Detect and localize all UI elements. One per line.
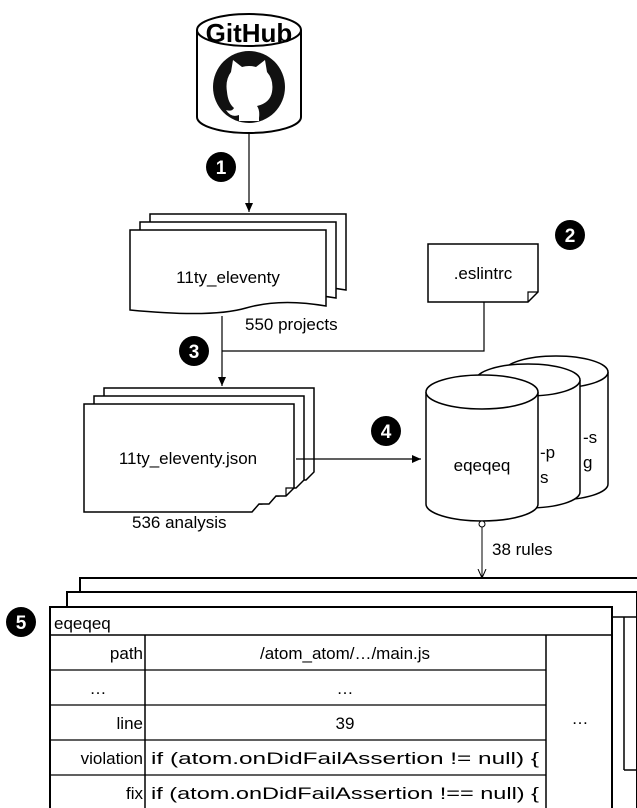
svg-text:s: s (540, 468, 549, 487)
config-connector-line (222, 302, 485, 352)
github-logo-text: GitHub (206, 18, 293, 48)
svg-text:g: g (583, 453, 592, 472)
table-row: … … (90, 679, 354, 698)
step-1-badge: 1 (206, 152, 236, 182)
row-key: … (90, 679, 107, 698)
repo-document-stack: 11ty_eleventy (129, 213, 347, 315)
row-value: 39 (336, 714, 355, 733)
eslintrc-document: .eslintrc (427, 243, 539, 303)
table-row: path /atom_atom/…/main.js (110, 644, 430, 663)
analysis-count-label: 536 analysis (132, 513, 227, 532)
rules-count-label: 38 rules (492, 540, 552, 559)
row-key: line (117, 714, 143, 733)
table-row: violation if (atom.onDidFailAssertion !=… (81, 749, 540, 768)
step-3-badge: 3 (179, 336, 209, 366)
table-row: fix if (atom.onDidFailAssertion !== null… (126, 784, 539, 803)
row-value: /atom_atom/…/main.js (260, 644, 430, 663)
eslintrc-label: .eslintrc (454, 264, 513, 283)
svg-text:2: 2 (565, 226, 576, 247)
analysis-document-label: 11ty_eleventy.json (119, 449, 257, 468)
svg-text:.: . (196, 580, 200, 596)
projects-count-label: 550 projects (245, 315, 338, 334)
svg-text:4: 4 (381, 422, 392, 443)
github-octocat-icon (213, 51, 285, 123)
row-value: if (atom.onDidFailAssertion != null) { (151, 749, 539, 768)
row-key: fix (126, 784, 144, 803)
analysis-document-stack: 11ty_eleventy.json (83, 387, 315, 513)
step-5-badge: 5 (6, 607, 36, 637)
row-value: if (atom.onDidFailAssertion !== null) { (151, 784, 539, 803)
row-value: … (337, 679, 354, 698)
svg-text:3: 3 (189, 342, 200, 363)
github-cylinder: GitHub (196, 13, 302, 134)
row-key: path (110, 644, 143, 663)
row-key: violation (81, 749, 143, 768)
rule-cylinder-front: eqeqeq (425, 374, 539, 522)
svg-text:-p: -p (540, 443, 555, 462)
svg-text:5: 5 (16, 613, 27, 634)
step-4-badge: 4 (371, 416, 401, 446)
result-table-title: eqeqeq (54, 614, 111, 633)
repo-document-label: 11ty_eleventy (176, 268, 280, 287)
step-2-badge: 2 (555, 220, 585, 250)
rule-database-stack: -s g -p s eqeqeq (425, 355, 609, 522)
rule-cylinder-label: eqeqeq (454, 456, 511, 475)
svg-text:1: 1 (216, 158, 227, 179)
svg-text:-s: -s (583, 428, 597, 447)
more-columns-ellipsis: … (572, 709, 589, 728)
result-table: eqeqeq path /atom_atom/…/main.js … … lin… (49, 606, 613, 808)
table-row: line 39 (117, 714, 355, 733)
